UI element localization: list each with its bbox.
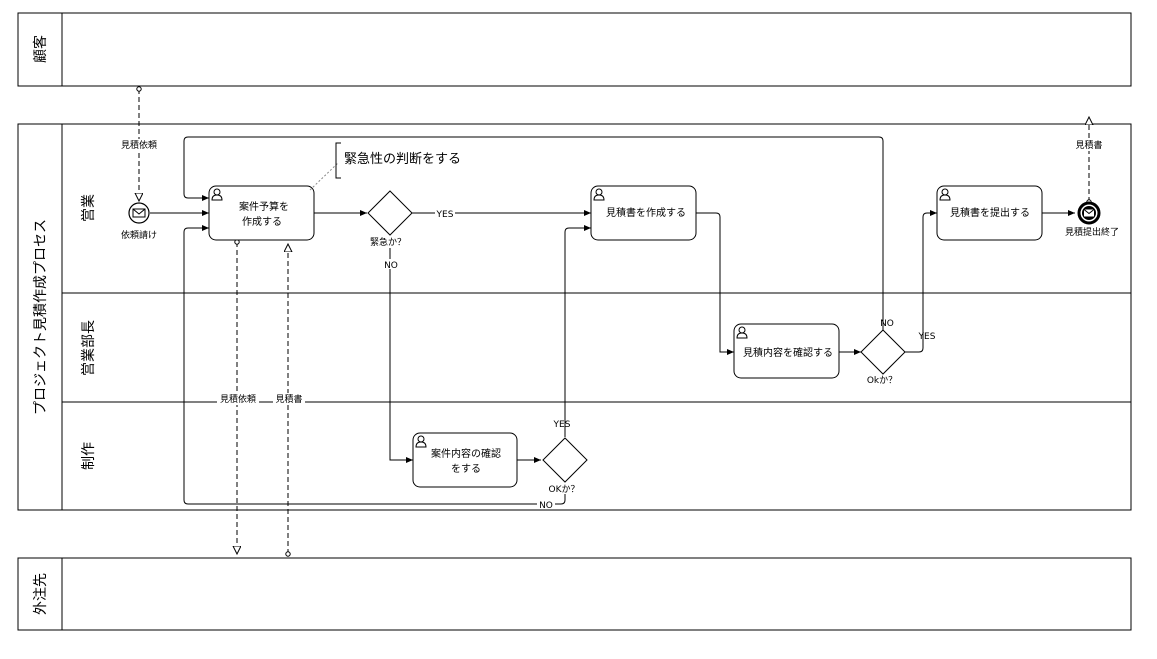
message-label-vendor-request: 見積依頼 (220, 393, 256, 405)
message-label-quote-out: 見積書 (1075, 139, 1102, 151)
task-confirm-case[interactable]: 案件内容の確認 をする (412, 432, 518, 488)
main-pool-label: プロジェクト見積作成プロセス (33, 219, 49, 415)
flow-label-ok-manager-no: NO (880, 319, 894, 329)
flow-ok-production-no (183, 225, 566, 505)
vendor-pool-label: 外注先 (33, 573, 49, 615)
gateway-ok-production-label: OKか？ (549, 484, 580, 495)
flow-label-ok-production-yes: YES (553, 420, 571, 430)
task-submit-quote-label: 見積書を提出する (950, 206, 1030, 219)
flow-label-ok-production-no: NO (539, 501, 553, 511)
user-task-icon (736, 326, 748, 339)
user-task-icon (593, 188, 605, 201)
end-event[interactable] (1077, 201, 1101, 225)
flow-ok-manager-no (183, 136, 884, 330)
user-task-icon (939, 188, 951, 201)
task-confirm-quote[interactable]: 見積内容を確認する (733, 323, 840, 379)
gateway-urgent-label: 緊急か？ (370, 236, 406, 248)
vendor-pool[interactable]: 外注先 (17, 557, 1132, 631)
flow-label-urgent-no: NO (384, 261, 398, 271)
user-task-icon (211, 188, 223, 201)
task-create-quote-label: 見積書を作成する (606, 206, 686, 219)
lane-sales-label: 営業 (81, 194, 97, 222)
gateway-ok-production[interactable] (542, 437, 588, 483)
task-create-budget[interactable]: 案件予算を 作成する (208, 185, 315, 241)
text-annotation[interactable]: 緊急性の判断をする (309, 142, 461, 191)
customer-pool[interactable]: 顧客 (17, 12, 1132, 87)
user-task-icon (415, 435, 427, 448)
task-create-quote[interactable]: 見積書を作成する (590, 185, 697, 241)
flow-ok-manager-yes (905, 210, 937, 353)
task-create-budget-label-1: 案件予算を (239, 200, 289, 213)
task-create-budget-label-2: 作成する (242, 216, 282, 228)
message-label-vendor-quote: 見積書 (275, 393, 302, 405)
annotation-label: 緊急性の判断をする (344, 152, 461, 167)
flow-ok-production-yes (564, 225, 591, 437)
flow-create-to-confirm (696, 212, 734, 355)
task-submit-quote[interactable]: 見積書を提出する (936, 185, 1043, 241)
gateway-urgent[interactable] (367, 190, 413, 236)
gateway-ok-manager[interactable] (860, 329, 906, 375)
flow-label-ok-manager-yes: YES (918, 332, 936, 342)
lane-sales-manager-label: 営業部長 (81, 320, 97, 376)
message-label-request-in: 見積依頼 (121, 139, 157, 151)
gateway-ok-manager-label: Okか？ (867, 375, 897, 386)
customer-pool-label: 顧客 (32, 35, 49, 63)
end-event-label: 見積提出終了 (1065, 226, 1119, 238)
lane-production-label: 制作 (81, 442, 97, 470)
start-event-label: 依頼請け (121, 229, 157, 241)
task-confirm-case-label-1: 案件内容の確認 (431, 447, 501, 460)
flow-label-urgent-yes: YES (436, 210, 454, 220)
task-confirm-case-label-2: をする (451, 463, 481, 475)
start-event[interactable] (128, 202, 150, 224)
flow-urgent-no (389, 236, 413, 463)
envelope-icon (132, 208, 146, 218)
task-confirm-quote-label: 見積内容を確認する (743, 346, 833, 359)
